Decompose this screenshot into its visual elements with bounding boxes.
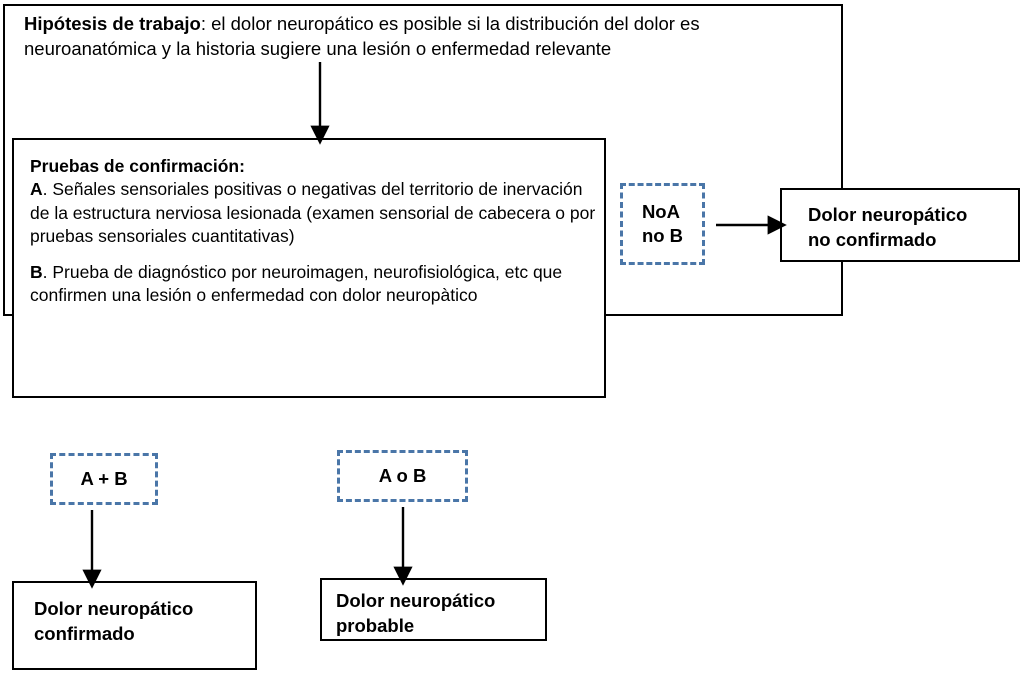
confirmed-line2: confirmado	[34, 622, 135, 644]
item-a-text: . Señales sensoriales positivas o negati…	[30, 179, 601, 246]
condition-noa-nob-label: NoA no B	[642, 200, 683, 248]
condition-a-or-b-label: A o B	[378, 465, 427, 486]
outcome-probable-box: Dolor neuropático probable	[320, 578, 547, 641]
probable-line1: Dolor neuropático	[336, 590, 496, 611]
outcome-not-confirmed-label: Dolor neuropático no confirmado	[808, 203, 967, 252]
outcome-not-confirmed-box: Dolor neuropático no confirmado	[780, 188, 1020, 262]
tests-heading: Pruebas de confirmación:	[30, 156, 245, 176]
noa-nob-line2: no B	[641, 225, 684, 246]
item-b-label: B	[30, 262, 43, 283]
confirmation-tests-box	[12, 138, 606, 398]
confirmation-tests-text: Pruebas de confirmación:A. Señales senso…	[30, 155, 596, 308]
outcome-confirmed-label: Dolor neuropático confirmado	[34, 597, 193, 647]
condition-a-plus-b[interactable]: A + B	[50, 453, 158, 505]
condition-a-or-b[interactable]: A o B	[337, 450, 468, 502]
not-confirmed-line2: no confirmado	[808, 228, 937, 250]
condition-a-plus-b-label: A + B	[80, 468, 128, 489]
hypothesis-text: Hipótesis de trabajo: el dolor neuropáti…	[24, 12, 836, 61]
probable-line2: probable	[336, 614, 415, 636]
hypothesis-label: Hipótesis de trabajo	[24, 13, 201, 34]
item-a-label: A	[30, 179, 43, 200]
paragraph-gap	[30, 248, 596, 261]
outcome-probable-label: Dolor neuropático probable	[336, 589, 495, 639]
outcome-confirmed-box: Dolor neuropático confirmado	[12, 581, 257, 670]
confirmed-line1: Dolor neuropático	[34, 598, 194, 619]
noa-nob-line1: NoA	[641, 200, 680, 222]
not-confirmed-line1: Dolor neuropático	[808, 204, 968, 225]
condition-noa-nob[interactable]: NoA no B	[620, 183, 705, 265]
hypothesis-body: : el dolor neuropático es posible si la …	[24, 13, 705, 59]
item-b-text: . Prueba de diagnóstico por neuroimagen,…	[30, 262, 568, 306]
